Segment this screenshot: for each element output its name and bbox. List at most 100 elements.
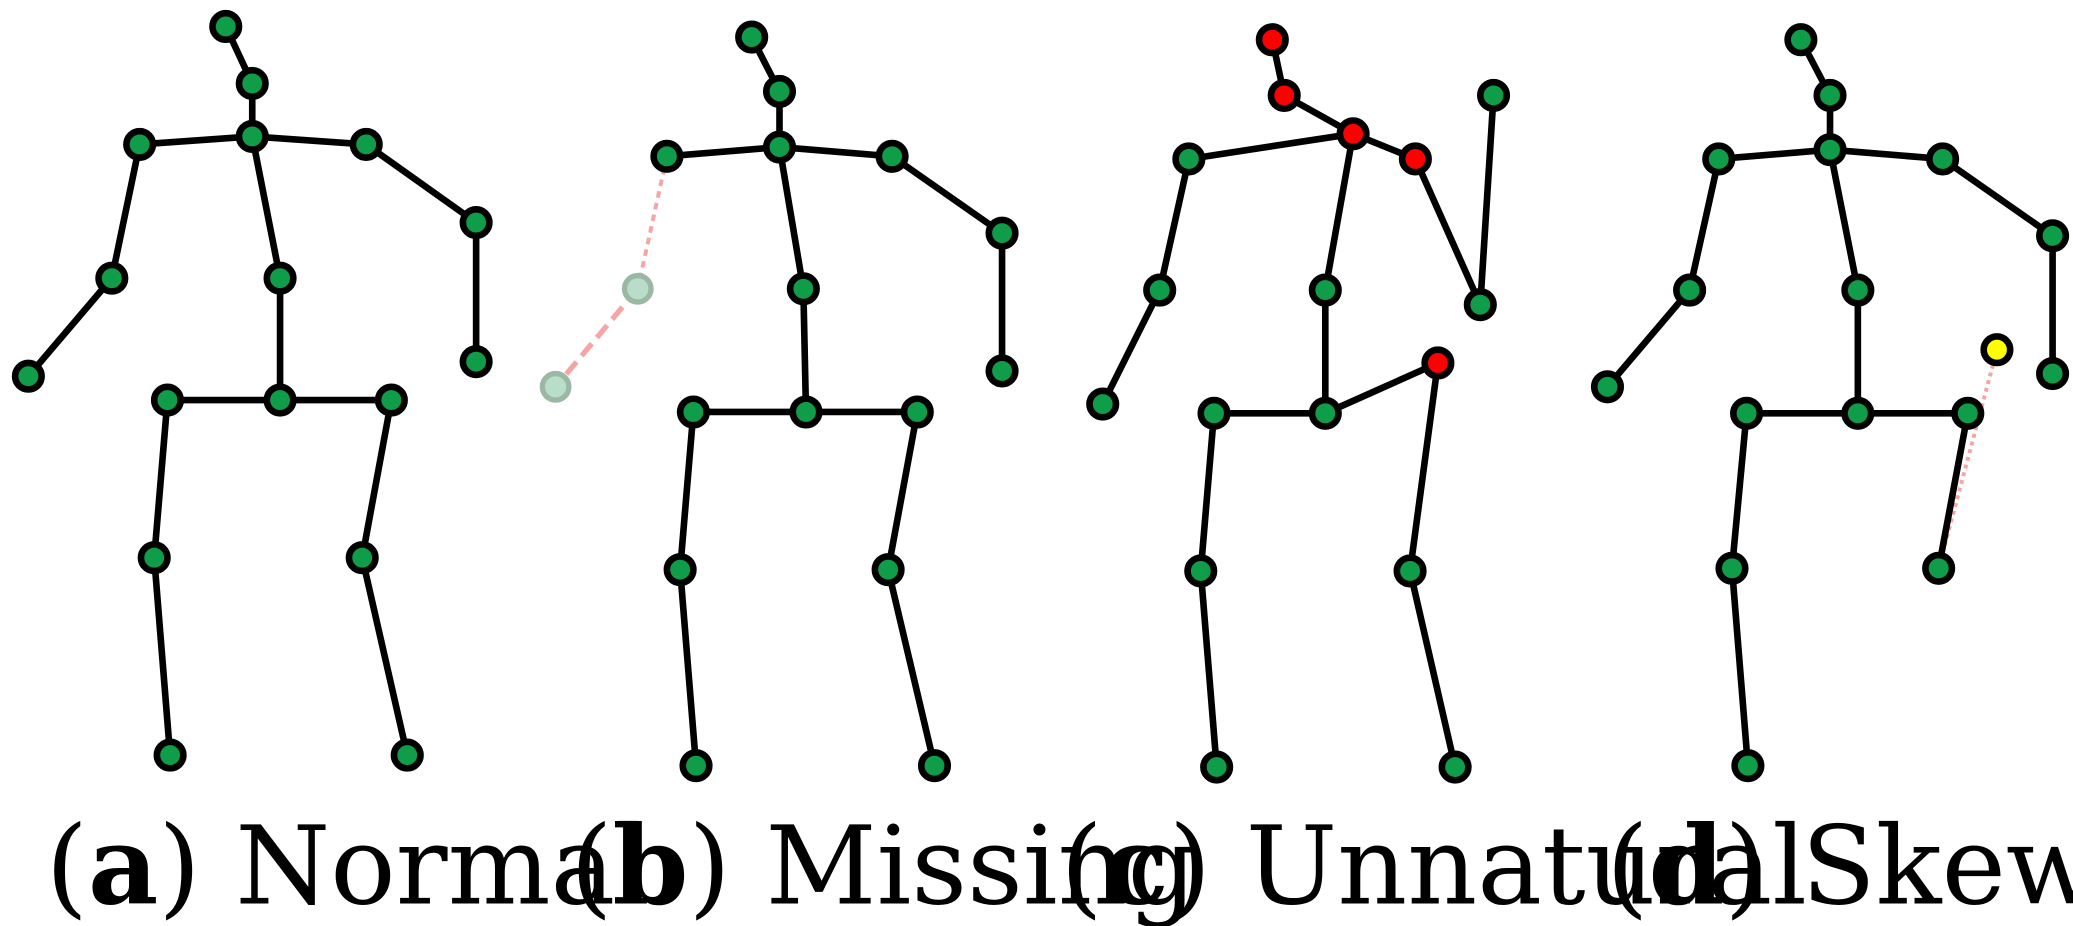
bone-l_hip-l_knee bbox=[676, 408, 697, 573]
joint-r_foot bbox=[1980, 333, 2014, 367]
joint-l_shoulder bbox=[1702, 142, 1736, 176]
joint-r_hand bbox=[1476, 78, 1511, 112]
bone-l_elbow-l_hand bbox=[1099, 286, 1164, 408]
joint-r_foot bbox=[917, 749, 952, 783]
joint-hip_c bbox=[789, 395, 823, 429]
joint-l_elbow bbox=[1673, 273, 1707, 307]
missing-link-r_knee-r_foot bbox=[1936, 349, 1999, 569]
caption-b-letter: b bbox=[613, 801, 689, 926]
bone-l_knee-l_foot bbox=[1197, 567, 1220, 771]
joint-spine_mid bbox=[1841, 273, 1875, 307]
captions-layer: (a) Normal (b) Missing (c) Unnatural (d)… bbox=[46, 801, 2073, 926]
joint-head bbox=[1784, 23, 1818, 57]
joint-l_hand bbox=[1086, 387, 1120, 421]
joint-hip_c bbox=[263, 383, 297, 417]
joint-r_shoulder bbox=[349, 127, 383, 161]
joint-r_shoulder bbox=[875, 139, 909, 173]
joint-neck bbox=[762, 74, 797, 108]
bone-r_knee-r_foot bbox=[358, 554, 411, 759]
bone-r_hip-r_knee bbox=[1935, 410, 1972, 572]
joint-l_hip bbox=[1730, 396, 1764, 430]
bone-spine_mid-hip_c bbox=[800, 285, 810, 416]
bone-spine_top-spine_mid bbox=[1826, 146, 1862, 294]
missing-link-l_elbow-l_hand bbox=[553, 287, 640, 389]
joint-r_hip bbox=[1421, 346, 1455, 380]
joint-neck bbox=[1813, 78, 1847, 112]
joint-l_shoulder bbox=[123, 127, 157, 161]
joint-r_elbow bbox=[985, 216, 1019, 250]
bone-spine_top-l_shoulder bbox=[1185, 130, 1357, 163]
joint-spine_top bbox=[762, 130, 797, 164]
bone-r_hip-r_knee bbox=[358, 396, 395, 562]
caption-c-text: Unnatural bbox=[1246, 802, 1807, 926]
joint-r_elbow bbox=[1463, 288, 1497, 322]
joint-r_hand bbox=[2036, 357, 2070, 391]
joint-r_hip bbox=[374, 383, 408, 417]
joint-l_foot bbox=[1731, 749, 1765, 783]
bone-l_hip-l_knee bbox=[1197, 410, 1218, 575]
joint-r_hip bbox=[1951, 396, 1985, 430]
bone-l_knee-l_foot bbox=[1728, 565, 1752, 770]
joint-r_foot bbox=[1438, 750, 1472, 784]
bone-l_shoulder-l_elbow bbox=[108, 141, 143, 282]
joint-spine_top bbox=[1813, 133, 1847, 167]
bone-l_elbow-l_hand bbox=[25, 274, 116, 380]
skeleton-b bbox=[539, 20, 1019, 783]
bone-spine_top-r_shoulder bbox=[776, 143, 896, 160]
joint-spine_mid bbox=[786, 272, 820, 306]
bone-r_knee-r_foot bbox=[1406, 567, 1459, 771]
joint-head bbox=[209, 9, 243, 44]
bone-spine_top-spine_mid bbox=[1321, 130, 1357, 294]
skeleton-a bbox=[11, 9, 493, 772]
bone-r_shoulder-r_elbow bbox=[1939, 155, 2056, 240]
joint-head bbox=[1255, 23, 1289, 57]
joint-l_hand bbox=[1590, 370, 1625, 404]
joint-r_shoulder bbox=[1926, 142, 1960, 176]
bone-spine_top-r_shoulder bbox=[248, 133, 370, 148]
bone-l_elbow-l_hand bbox=[1604, 286, 1693, 391]
bone-spine_top-r_shoulder bbox=[1826, 146, 1946, 163]
joint-l_hand bbox=[539, 370, 572, 403]
joint-l_hip bbox=[676, 395, 710, 429]
joint-l_knee bbox=[137, 541, 171, 575]
caption-b-text: Missing bbox=[765, 802, 1197, 926]
joint-l_knee bbox=[1184, 554, 1218, 588]
joint-l_foot bbox=[1200, 750, 1234, 784]
bone-spine_top-spine_mid bbox=[248, 133, 284, 282]
bone-l_shoulder-l_elbow bbox=[1686, 155, 1723, 294]
bone-r_shoulder-r_elbow bbox=[362, 141, 480, 226]
joint-l_knee bbox=[1715, 551, 1749, 585]
caption-c-letter: c bbox=[1103, 801, 1169, 926]
bone-l_shoulder-l_elbow bbox=[1156, 155, 1193, 294]
bone-r_shoulder-r_elbow bbox=[888, 153, 1006, 237]
joint-l_shoulder bbox=[1172, 142, 1206, 176]
bone-l_hip-l_knee bbox=[150, 396, 171, 562]
bone-l_knee-l_foot bbox=[150, 554, 174, 759]
joint-r_knee bbox=[871, 553, 905, 587]
joint-r_knee bbox=[1922, 551, 1956, 585]
joint-l_knee bbox=[663, 553, 697, 587]
skeleton-c bbox=[1086, 23, 1511, 784]
joint-spine_mid bbox=[263, 261, 297, 295]
bone-l_hip-l_knee bbox=[1728, 410, 1750, 572]
missing-link-l_shoulder-l_elbow bbox=[635, 155, 669, 290]
joint-r_shoulder bbox=[1398, 142, 1432, 176]
bone-hip_c-r_hip bbox=[1321, 359, 1442, 417]
joint-r_elbow bbox=[2036, 219, 2070, 253]
caption-a-text: Normal bbox=[235, 802, 650, 926]
joint-spine_mid bbox=[1308, 273, 1342, 307]
joint-r_foot bbox=[390, 738, 424, 772]
joint-l_elbow bbox=[621, 272, 654, 305]
joint-hip_c bbox=[1308, 396, 1342, 430]
caption-a: (a) Normal bbox=[46, 801, 650, 926]
bone-l_knee-l_foot bbox=[676, 566, 700, 770]
bone-r_hip-r_knee bbox=[884, 408, 921, 573]
joint-neck bbox=[235, 66, 269, 101]
caption-d-text: Skewing bbox=[1801, 802, 2073, 926]
joint-r_elbow bbox=[459, 205, 493, 240]
joint-r_hand bbox=[459, 345, 493, 379]
joint-r_hip bbox=[900, 395, 934, 429]
joint-spine_top bbox=[235, 119, 269, 154]
joint-l_hip bbox=[150, 383, 185, 417]
